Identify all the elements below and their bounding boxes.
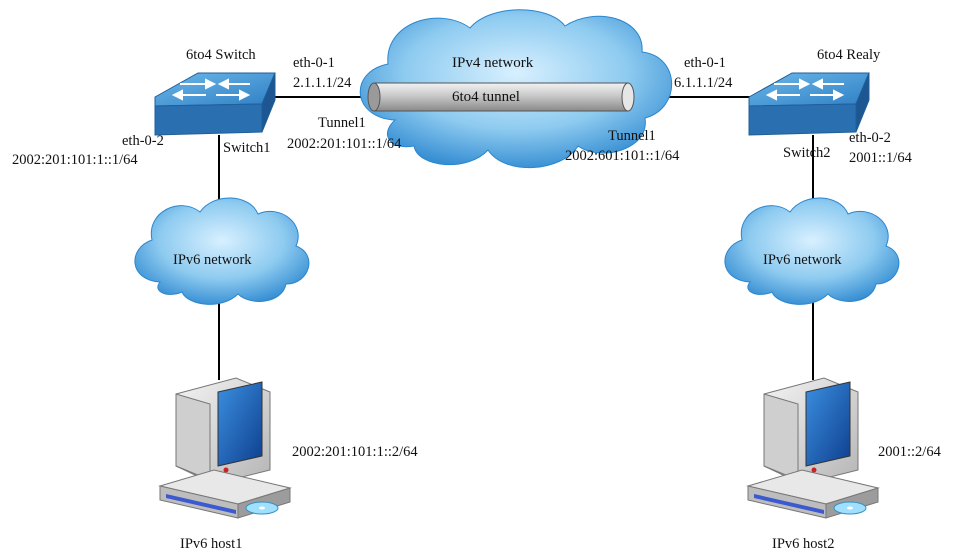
switch1-role-label: 6to4 Switch xyxy=(186,47,256,63)
switch-icon xyxy=(154,72,276,136)
switch1-eth01-label: eth-0-1 xyxy=(293,55,335,71)
switch1-eth01-ip: 2.1.1.1/24 xyxy=(293,75,352,91)
cloud-icon xyxy=(724,197,900,305)
tunnel-label: 6to4 tunnel xyxy=(452,89,520,105)
switch1-tunnel-label: Tunnel1 xyxy=(318,115,366,131)
switch1-name: Switch1 xyxy=(223,140,271,156)
host1-name: IPv6 host1 xyxy=(180,536,243,552)
switch1-tunnel-ip: 2002:201:101::1/64 xyxy=(287,136,402,152)
switch2-eth01-label: eth-0-1 xyxy=(684,55,726,71)
switch2-role-label: 6to4 Realy xyxy=(817,47,881,63)
ipv6-cloud-left-label: IPv6 network xyxy=(173,252,252,268)
host2-ip: 2001::2/64 xyxy=(878,444,941,460)
switch2-eth02-label: eth-0-2 xyxy=(849,130,891,146)
switch2-tunnel-label: Tunnel1 xyxy=(608,128,656,144)
host2-name: IPv6 host2 xyxy=(772,536,835,552)
ipv6-cloud-right-label: IPv6 network xyxy=(763,252,842,268)
switch-icon xyxy=(748,72,870,136)
cloud-icon xyxy=(134,197,310,305)
switch2-eth02-ip: 2001::1/64 xyxy=(849,150,912,166)
tunnel-icon xyxy=(367,82,635,112)
ipv4-cloud-label: IPv4 network xyxy=(452,55,534,71)
computer-icon xyxy=(158,377,292,519)
switch2-tunnel-ip: 2002:601:101::1/64 xyxy=(565,148,680,164)
switch2-name: Switch2 xyxy=(783,145,831,161)
switch1-eth02-label: eth-0-2 xyxy=(122,133,164,149)
switch1-eth02-ip: 2002:201:101:1::1/64 xyxy=(12,152,138,168)
host1-ip: 2002:201:101:1::2/64 xyxy=(292,444,418,460)
switch2-eth01-ip: 6.1.1.1/24 xyxy=(674,75,733,91)
computer-icon xyxy=(746,377,880,519)
